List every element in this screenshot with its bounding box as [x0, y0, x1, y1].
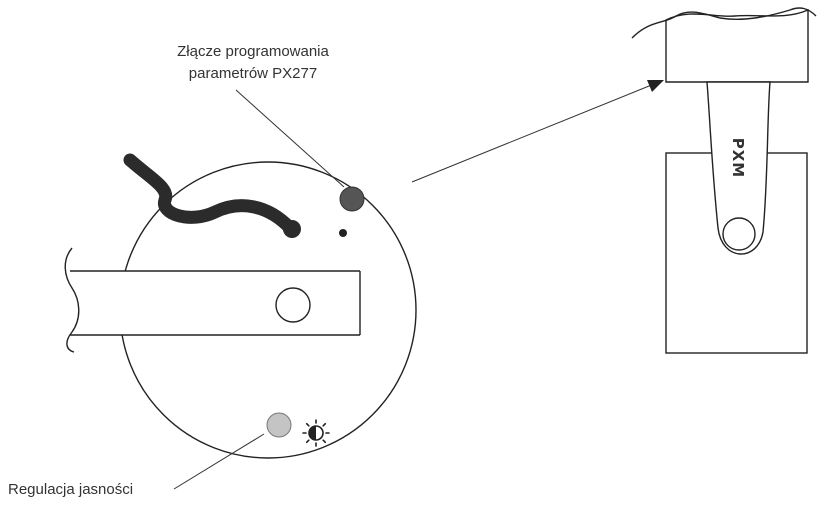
- mounting-hole: [275, 287, 311, 323]
- detail-top-block: [665, 8, 809, 83]
- small-dot: [339, 229, 347, 237]
- cable-end: [283, 220, 301, 238]
- brightness-knob: [266, 412, 292, 438]
- detail-strap: [706, 81, 771, 255]
- mounting-arm-fill: [70, 271, 360, 335]
- detail-arrow-head: [647, 80, 664, 92]
- cable: [123, 153, 297, 235]
- pxm-logo: PXM: [729, 138, 747, 179]
- connector-leader-line: [235, 89, 345, 188]
- brightness-contrast-icon: [302, 419, 330, 447]
- brightness-label: Regulacja jasności: [8, 481, 133, 498]
- brightness-leader-line: [173, 433, 265, 490]
- connector-label-line1: Złącze programowania: [177, 43, 329, 60]
- connector-label-line2: parametrów PX277: [189, 65, 317, 82]
- detail-top-break-line: [631, 7, 817, 39]
- arm-break-line: [64, 247, 80, 353]
- detail-arrow-line: [411, 83, 655, 183]
- programming-connector: [339, 186, 365, 212]
- detail-strap-hole: [722, 217, 756, 251]
